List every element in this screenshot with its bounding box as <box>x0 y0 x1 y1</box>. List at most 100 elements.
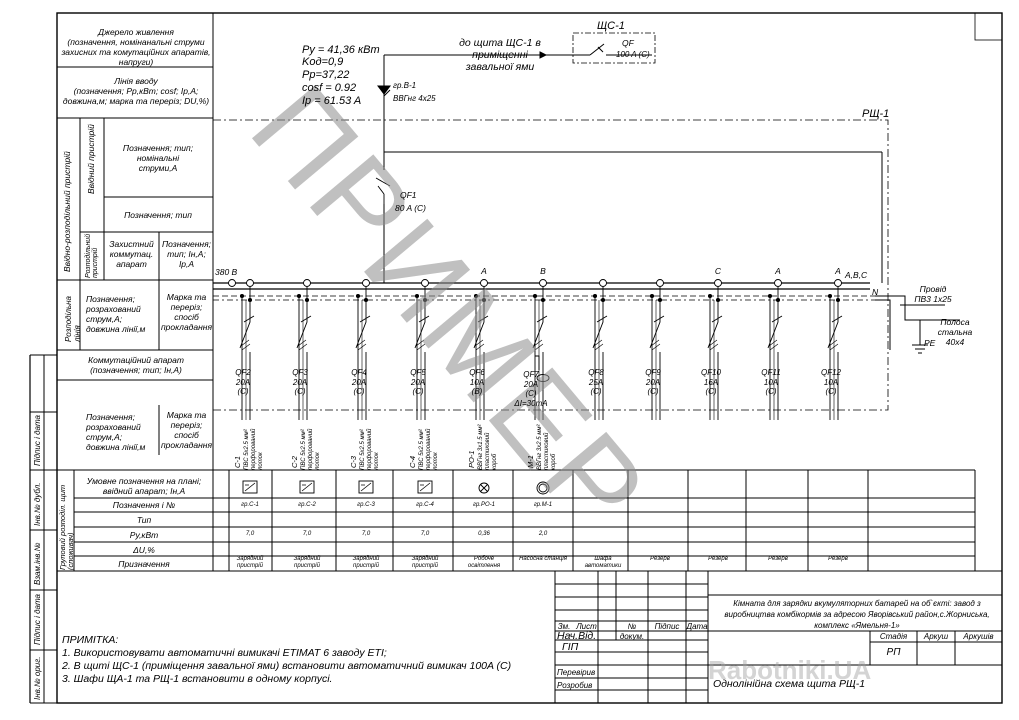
stage-value: РП <box>886 647 901 658</box>
bus-neutral: N <box>872 287 879 297</box>
line-group-label: Розподільна лінія <box>64 296 82 342</box>
feeder-phase: A <box>835 266 841 276</box>
ground-pe: PE <box>924 338 936 348</box>
ground-wire: Провід ПВ3 1х25 <box>914 284 952 304</box>
type-label: Тип <box>136 515 152 525</box>
site-logo: Rabotniki.UA <box>708 655 872 685</box>
panel-sc-rating: 100 A (C) <box>616 50 650 59</box>
feeder-cable: ВВГнг 3х1.5 мм² пластиковий короб <box>478 424 498 470</box>
feeder-power: 7,0 <box>245 531 255 537</box>
stage-header: Стадія <box>879 632 908 641</box>
dist-type-label: Позначення; тип; Ін,А; Iр,А <box>162 239 211 269</box>
drawing-title: Однолінійна схема щита РЩ-1 <box>712 678 866 690</box>
bus-voltage: 380 B <box>215 267 238 277</box>
feeder-cable: ПВС 5х2.5 мм² перфорований лоток <box>301 428 321 470</box>
feeder-cable: ВВГнг 3х2.5 мм² пластиковий короб <box>537 424 557 470</box>
feeder-power: 7,0 <box>420 531 430 537</box>
role-checked: Перевірив <box>557 668 596 677</box>
feeder-line: C-4 <box>408 455 417 468</box>
col-zm: Зм. <box>557 622 571 631</box>
side-label-orig: Інв.№ ориг. <box>33 656 42 700</box>
feeder-line: C-3 <box>349 455 358 468</box>
line-text: Позначення; розрахований струм,А; довжин… <box>86 294 146 334</box>
feeder-power: 0,36 <box>478 531 490 537</box>
feeder-qf: QF9 20A (C) <box>645 368 661 396</box>
feeder-phase: B <box>540 266 546 276</box>
col-sign: Підпис <box>654 622 680 631</box>
line-mark: Марка та переріз; спосіб прокладання <box>161 292 212 332</box>
purpose-label: Призначення <box>118 559 170 569</box>
feeder-purpose: Резерв <box>650 556 670 562</box>
feeder-qf: QF5 20A (C) <box>410 368 426 396</box>
du-label: ΔU,% <box>133 545 155 555</box>
notes-line-2: 2. В щиті ЩС-1 (приміщення завальної ями… <box>62 660 512 672</box>
notes-line-3: 3. Шафи ЩА-1 та РЩ-1 встановити в одному… <box>62 673 333 685</box>
feeder-purpose: Резерв <box>768 556 788 562</box>
side-label-replace: Взам.інв.№ <box>33 542 42 585</box>
feeder-qf: QF3 20A (C) <box>292 368 308 396</box>
role-gip: ГІП <box>562 641 579 653</box>
panel-sc-breaker: QF <box>622 38 634 48</box>
feeder-purpose: Шафа автоматики <box>584 556 622 569</box>
power-label: Py,кВт <box>129 530 159 540</box>
feeder-cable: ПВС 5х2.5 мм² перфорований лоток <box>244 428 264 470</box>
input-group: гр.В-1 <box>393 81 417 90</box>
feeder-purpose: Зарядний пристрій <box>352 556 380 569</box>
notes-line-1: 1. Використовувати автоматичні вимикачі … <box>62 647 387 659</box>
feeder-power: 2,0 <box>538 531 548 537</box>
dist-name-label: Позначення; тип <box>124 210 192 220</box>
col-list: Лист <box>576 622 597 631</box>
side-label-sign2: Підпис і дата <box>33 415 42 466</box>
ground-strip: Полоса стальна 40х4 <box>937 317 973 347</box>
feeder-line: M-1 <box>526 455 535 468</box>
dist-switch-label: Захистний коммутац. апарат <box>109 239 154 269</box>
input-mark: ВВГнг 4х25 <box>393 94 436 103</box>
notes-title: ПРИМІТКА: <box>62 634 119 646</box>
qf1-rating: 80 A (C) <box>395 203 427 213</box>
feeder-purpose: Резерв <box>828 556 848 562</box>
calc-pp: Pp=37,22 <box>302 69 350 81</box>
feeder-phase: C <box>714 266 722 276</box>
group-label: Груповий розподіл. щит (споживач) <box>58 484 75 570</box>
project-title: Кімната для зарядки вкумуляторних батаре… <box>724 599 990 630</box>
calc-ip: Ip = 61.53 A <box>302 95 362 107</box>
to-panel-text: до щита ЩС-1 в приміщенні завальної ями <box>459 37 541 73</box>
sheet-header: Аркуш <box>923 632 949 641</box>
feeder-power: 7,0 <box>302 531 312 537</box>
feeder-purpose: Зарядний пристрій <box>293 556 321 569</box>
feeder-line: C-2 <box>290 455 299 468</box>
source-label: Джерело живлення (позначення, номінаналь… <box>61 27 211 67</box>
feeder-qf: QF6 10A (B) <box>469 368 485 396</box>
feeder-qf: QF2 20A (C) <box>235 368 251 396</box>
role-developer: Розробив <box>557 681 593 690</box>
feeder-qf: QF10 16A (C) <box>700 368 721 396</box>
calc-kod: Kод=0,9 <box>302 56 344 68</box>
feeder-line: C-1 <box>233 455 242 468</box>
feeder-desig: гр.С-3 <box>357 502 375 508</box>
calc-py: Pу = 41,36 кВт <box>302 44 380 56</box>
intro-device-label: Ввідний пристрій <box>86 124 96 194</box>
input-label: Лінія вводу (позначення; Pp,кВт; cosf; I… <box>62 76 210 106</box>
dist-device-label: Розподільний пристрій <box>85 233 99 278</box>
feeder-desig: гр.РО-1 <box>473 502 495 508</box>
feeder-purpose: Насосна станція <box>519 556 567 562</box>
feeder-purpose: Зарядний пристрій <box>411 556 439 569</box>
feeder-qf: QF4 20A (C) <box>351 368 367 396</box>
panel-sc-name: ЩС-1 <box>597 20 625 32</box>
feeder-qf: QF7 20A (C) ΔI=30mA <box>514 370 548 408</box>
col-doc: № докум. <box>619 622 645 641</box>
panel-rsch-name: РЩ-1 <box>862 108 890 120</box>
feeder-purpose: Зарядний пристрій <box>236 556 264 569</box>
feeder-purpose: Резерв <box>708 556 728 562</box>
switch-row-label: Коммутаційний апарат (позначення; тип; І… <box>88 355 184 375</box>
col-date: Дата <box>686 622 708 631</box>
intro-group-label: Ввідно-розподільний пристрій <box>62 151 72 272</box>
feeder-purpose: Робоче освітлення <box>467 556 501 569</box>
feeder-phase: A <box>775 266 781 276</box>
feeder-qf: QF8 25A (C) <box>588 368 604 396</box>
side-label-sign1: Підпис і дата <box>33 594 42 645</box>
feeder-phase: A <box>481 266 487 276</box>
feeder-desig: гр.М-1 <box>533 502 553 508</box>
feeder-power: 7,0 <box>361 531 371 537</box>
feeder-line: PO-1 <box>467 450 476 468</box>
